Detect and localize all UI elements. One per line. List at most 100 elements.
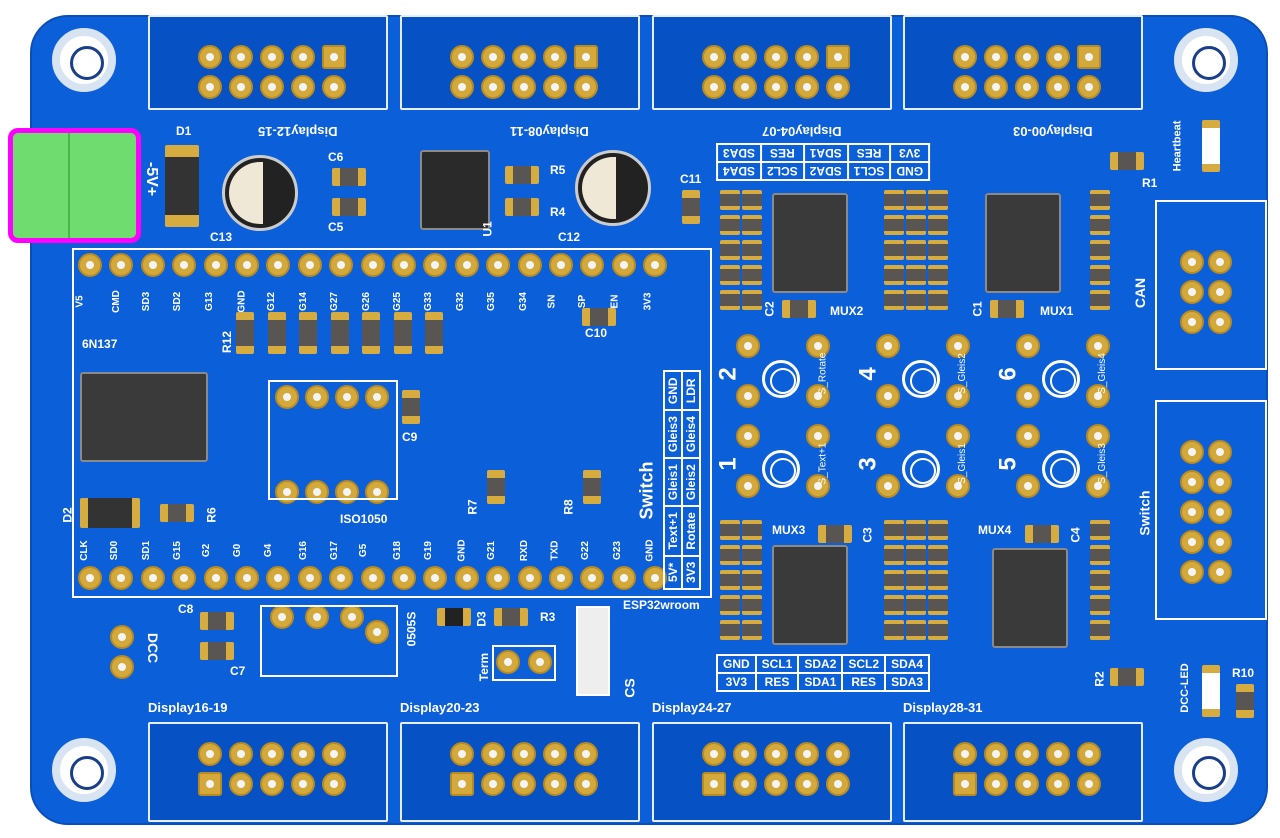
smd-resistor [928, 265, 948, 285]
header-pin [1046, 45, 1070, 69]
esp-pin-top [423, 253, 448, 277]
label-r4: R4 [550, 205, 566, 219]
term-jumper[interactable] [492, 645, 556, 681]
ic-mux3 [772, 545, 848, 645]
button-pad [946, 474, 970, 498]
ribbon-header-top[interactable] [652, 15, 892, 110]
push-button-s_rotate[interactable] [736, 334, 830, 418]
smd-resistor [1090, 290, 1110, 310]
ribbon-header-top[interactable] [148, 15, 388, 110]
esp-pin-bottom [329, 566, 354, 590]
can-connector[interactable] [1155, 200, 1267, 370]
diode-d1 [165, 145, 199, 227]
esp-pin-label-bottom: G21 [486, 541, 498, 560]
cs-connector[interactable] [576, 606, 610, 696]
label-cs: CS [621, 678, 638, 698]
button-number: 3 [854, 457, 882, 471]
smd-resistor [884, 520, 904, 540]
esp-pin-label-bottom: SD0 [109, 540, 121, 561]
esp-pin-label-top: G27 [329, 292, 341, 311]
through-hole-pad [110, 625, 134, 649]
resistor-array-r12 [393, 312, 412, 354]
esp-pin-bottom [486, 566, 511, 590]
button-cap [1042, 360, 1080, 398]
through-hole-pad [365, 620, 389, 644]
button-pad [806, 424, 830, 448]
smd-resistor [906, 545, 926, 565]
ic-mux4 [992, 548, 1068, 648]
esp-pin-label-bottom: TXD [549, 540, 561, 561]
through-hole-pad [275, 480, 299, 504]
label-r10: R10 [1232, 666, 1255, 680]
label-c7: C7 [230, 664, 246, 678]
ribbon-header-bottom[interactable] [903, 722, 1143, 822]
header-pin [198, 742, 222, 766]
esp-pin-top [517, 253, 542, 277]
ribbon-header-bottom[interactable] [400, 722, 640, 822]
esp-pin-label-top: SD3 [141, 291, 153, 312]
push-button-s_gleis4[interactable] [1016, 334, 1110, 418]
switch-connector[interactable] [1155, 400, 1267, 620]
smd-resistor [928, 190, 948, 210]
esp-pin-bottom [392, 566, 416, 590]
smd-resistor [884, 190, 904, 210]
label-switch-connector: Switch [1136, 490, 1153, 536]
header-pin [1046, 742, 1070, 766]
label-c13: C13 [210, 230, 233, 244]
esp-pin-label-top: SP [577, 294, 589, 309]
iso1050-outline [268, 380, 398, 500]
ribbon-header-bottom[interactable] [652, 722, 892, 822]
esp-pin-bottom [78, 566, 102, 590]
label-c9: C9 [402, 430, 418, 444]
through-hole-pad [1180, 440, 1204, 464]
esp-pin-label-bottom: RXD [518, 539, 530, 562]
capacitor-c12 [575, 150, 651, 226]
button-pad [806, 474, 830, 498]
push-button-s_gleis1[interactable] [876, 424, 970, 508]
ribbon-header-top[interactable] [903, 15, 1143, 110]
push-button-s_text+1[interactable] [736, 424, 830, 508]
button-pad [1016, 424, 1040, 448]
header-pin [481, 772, 505, 796]
esp-pin-bottom [360, 566, 385, 590]
mounting-hole [1174, 28, 1238, 92]
dcdc-0505s-outline [260, 605, 398, 677]
esp-pin-top [297, 253, 322, 277]
esp-pin-bottom [611, 566, 636, 590]
header-pin [984, 45, 1008, 69]
resistor-r8 [583, 470, 601, 504]
header-pin [229, 772, 253, 796]
label-c6: C6 [328, 150, 344, 164]
ribbon-header-bottom[interactable] [148, 722, 388, 822]
esp-pin-label-top: V5 [74, 295, 86, 308]
header-pin [795, 75, 819, 99]
button-number: 1 [714, 457, 742, 471]
label-r8: R8 [561, 499, 576, 515]
push-button-s_gleis2[interactable] [876, 334, 970, 418]
header-pin [450, 45, 474, 69]
button-pad [1016, 334, 1040, 358]
smd-resistor [928, 520, 948, 540]
header-pin [322, 45, 346, 69]
button-pad [736, 424, 760, 448]
smd-resistor [1090, 190, 1110, 210]
smd-resistor [906, 265, 926, 285]
smd-resistor [720, 290, 740, 310]
label-esp32wroom: ESP32wroom [623, 598, 700, 612]
button-pad [1086, 334, 1110, 358]
header-pin [481, 75, 505, 99]
header-pin [764, 75, 788, 99]
smd-resistor [1090, 620, 1110, 640]
esp-pin-label-top: 3V3 [642, 292, 654, 311]
label-mux2: MUX2 [830, 304, 864, 318]
push-button-s_gleis3[interactable] [1016, 424, 1110, 508]
header-pin [322, 772, 346, 796]
button-pad [876, 474, 900, 498]
label-6n137: 6N137 [82, 337, 118, 351]
ribbon-header-top[interactable] [400, 15, 640, 110]
button-label: S_Gleis1 [956, 443, 968, 484]
power-terminal-block[interactable] [8, 128, 141, 243]
